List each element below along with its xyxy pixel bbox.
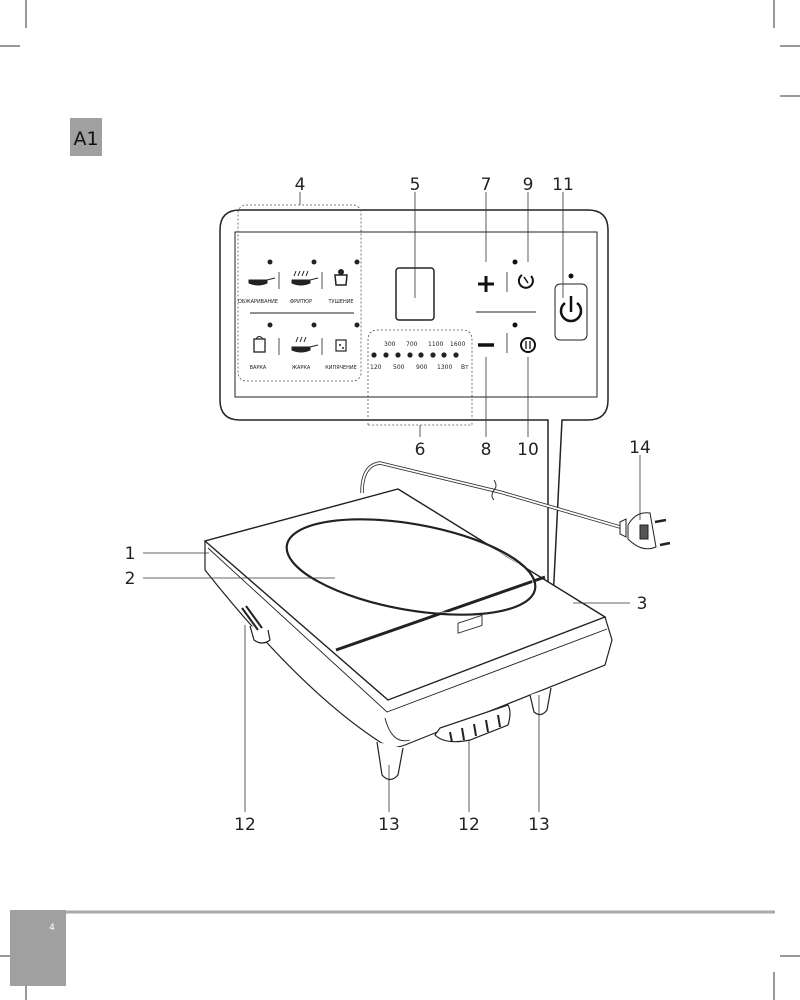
- mode-fritur-icon: [291, 259, 319, 286]
- mode-label: ОБЖАРИВАНИЕ: [238, 299, 278, 305]
- power-unit: Вт: [461, 364, 469, 371]
- figure-label: A1: [73, 128, 98, 150]
- mode-tushenie-icon: [334, 259, 360, 286]
- mode-obzharivanie-icon: [248, 259, 276, 286]
- callout-10: 10: [517, 440, 539, 460]
- callout-9: 9: [523, 175, 534, 195]
- power-label: 900: [416, 364, 428, 371]
- foot: [529, 687, 552, 716]
- callout-7: 7: [481, 175, 492, 195]
- callout-11: 11: [552, 175, 574, 195]
- leader-lines: [143, 192, 641, 812]
- mode-zharka-icon: [291, 322, 319, 353]
- power-label: 700: [406, 341, 418, 348]
- mode-labels: ОБЖАРИВАНИЕ ФРИТЮР ТУШЕНИЕ ВАРКА ЖАРКА К…: [238, 299, 357, 371]
- pause-icon: [512, 322, 536, 353]
- callout-1: 1: [125, 544, 136, 564]
- foot: [249, 625, 271, 644]
- mode-label: ВАРКА: [250, 365, 267, 371]
- timer-icon: [512, 259, 534, 289]
- power-label: 1600: [450, 341, 465, 348]
- power-label: 500: [393, 364, 405, 371]
- callout-13: 13: [528, 815, 550, 835]
- power-label: 1100: [428, 341, 443, 348]
- mode-kipyachenie-icon: [335, 322, 360, 352]
- callout-12: 12: [234, 815, 256, 835]
- power-scale: 300 700 1100 1600 120 500 900 1300 Вт: [370, 341, 469, 371]
- mode-varka-icon: [253, 322, 273, 353]
- power-label: 300: [384, 341, 396, 348]
- mode-label: ФРИТЮР: [290, 299, 312, 305]
- callout-6: 6: [415, 440, 426, 460]
- foot: [376, 741, 404, 781]
- page-number-box: [10, 910, 66, 986]
- mode-label: ЖАРКА: [292, 365, 311, 371]
- power-label: 120: [370, 364, 382, 371]
- callout-8: 8: [481, 440, 492, 460]
- mode-icons: [248, 259, 360, 353]
- callout-3: 3: [637, 594, 648, 614]
- plus-icon: [478, 276, 494, 292]
- callout-2: 2: [125, 569, 136, 589]
- cooktop: [203, 488, 613, 781]
- mode-label: КИПЯЧЕНИЕ: [325, 365, 356, 371]
- figure-label-box: [70, 118, 102, 156]
- page-number: 4: [49, 923, 55, 933]
- callout-13: 13: [378, 815, 400, 835]
- mode-label: ТУШЕНИЕ: [327, 299, 353, 305]
- power-icon: [559, 273, 583, 323]
- callout-5: 5: [410, 175, 421, 195]
- callouts: 4 5 7 9 11 6 8 10 14 1 2 3 12 13 12 13: [125, 175, 651, 835]
- fan-grille: [434, 704, 511, 743]
- power-cord: [360, 461, 621, 529]
- power-label: 1300: [437, 364, 452, 371]
- plug-icon: [619, 512, 671, 550]
- callout-4: 4: [295, 175, 306, 195]
- callout-14: 14: [629, 438, 651, 458]
- callout-12: 12: [458, 815, 480, 835]
